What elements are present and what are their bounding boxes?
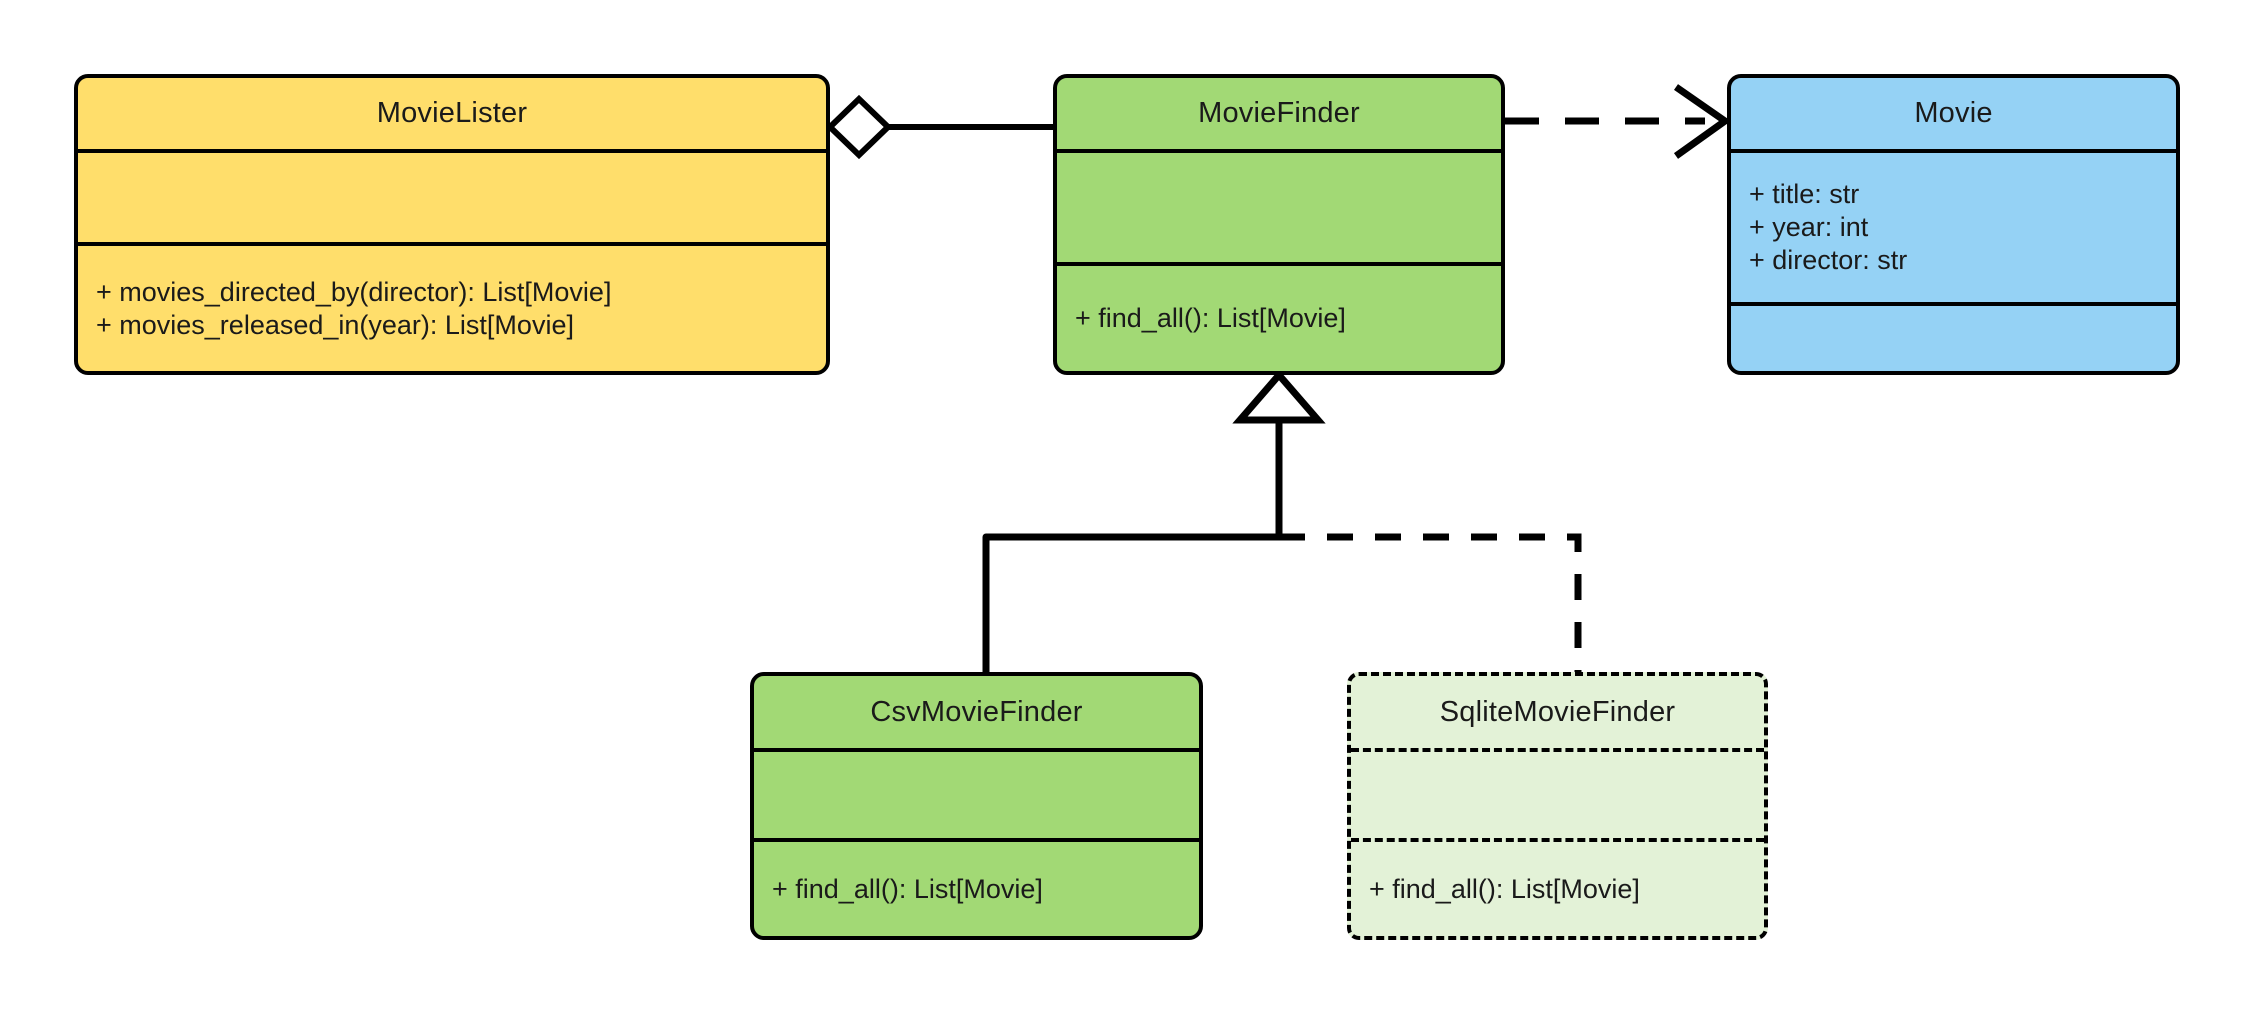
attribute-list: + title: str + year: int + director: str: [1731, 153, 2176, 302]
class-attributes-compartment: [754, 748, 1199, 838]
edge-generalization-csvmoviefinder[interactable]: [982, 533, 1279, 672]
hollow-diamond-marker: [825, 94, 893, 160]
attribute-item: + year: int: [1749, 212, 1869, 243]
operation-item: + movies_released_in(year): List[Movie]: [96, 309, 574, 340]
class-box-movielister[interactable]: MovieLister + movies_directed_by(directo…: [74, 74, 830, 375]
class-attributes-compartment: [78, 149, 826, 242]
class-attributes-compartment: [1351, 748, 1764, 838]
class-operations-compartment: + movies_directed_by(director): List[Mov…: [78, 242, 826, 371]
operation-list: + find_all(): List[Movie]: [754, 842, 1199, 936]
edge-generalization-sqlitemoviefinder[interactable]: [1279, 533, 1582, 672]
class-box-sqlitemoviefinder[interactable]: SqliteMovieFinder + find_all(): List[Mov…: [1347, 672, 1768, 940]
attribute-item: + title: str: [1749, 179, 1860, 210]
edge-dependency-moviefinder-movie[interactable]: [1505, 84, 1732, 159]
class-operations-compartment: + find_all(): List[Movie]: [1057, 262, 1501, 371]
edge-aggregation-movielister-moviefinder[interactable]: [825, 94, 1053, 160]
class-box-movie[interactable]: Movie + title: str + year: int + directo…: [1727, 74, 2180, 375]
operation-list: + movies_directed_by(director): List[Mov…: [78, 246, 826, 371]
class-box-moviefinder[interactable]: MovieFinder + find_all(): List[Movie]: [1053, 74, 1505, 375]
class-name-label: MovieFinder: [1198, 97, 1360, 129]
hollow-triangle-marker: [1232, 369, 1326, 424]
class-name-label: SqliteMovieFinder: [1439, 695, 1676, 728]
class-name-compartment: MovieFinder: [1057, 78, 1501, 149]
class-attributes-compartment: [1057, 149, 1501, 262]
class-name-compartment: SqliteMovieFinder: [1351, 676, 1764, 748]
class-name-compartment: Movie: [1731, 78, 2176, 149]
operation-list: + find_all(): List[Movie]: [1057, 266, 1501, 371]
class-name-compartment: MovieLister: [78, 78, 826, 149]
class-box-csvmoviefinder[interactable]: CsvMovieFinder + find_all(): List[Movie]: [750, 672, 1203, 940]
operation-list: + find_all(): List[Movie]: [1351, 842, 1764, 936]
class-name-label: Movie: [1914, 97, 1993, 129]
open-arrow-marker: [1673, 84, 1732, 159]
class-name-label: MovieLister: [376, 97, 528, 129]
class-attributes-compartment: + title: str + year: int + director: str: [1731, 149, 2176, 302]
operation-item: + find_all(): List[Movie]: [772, 873, 1043, 904]
operation-item: + find_all(): List[Movie]: [1075, 303, 1346, 334]
operation-item: + find_all(): List[Movie]: [1369, 873, 1640, 904]
operation-item: + movies_directed_by(director): List[Mov…: [96, 276, 612, 307]
class-name-label: CsvMovieFinder: [870, 695, 1083, 728]
class-operations-compartment: + find_all(): List[Movie]: [754, 838, 1199, 936]
class-name-compartment: CsvMovieFinder: [754, 676, 1199, 748]
attribute-item: + director: str: [1749, 244, 1908, 275]
class-operations-compartment: [1731, 302, 2176, 371]
edge-generalization-trunk: [1232, 369, 1326, 537]
class-operations-compartment: + find_all(): List[Movie]: [1351, 838, 1764, 936]
